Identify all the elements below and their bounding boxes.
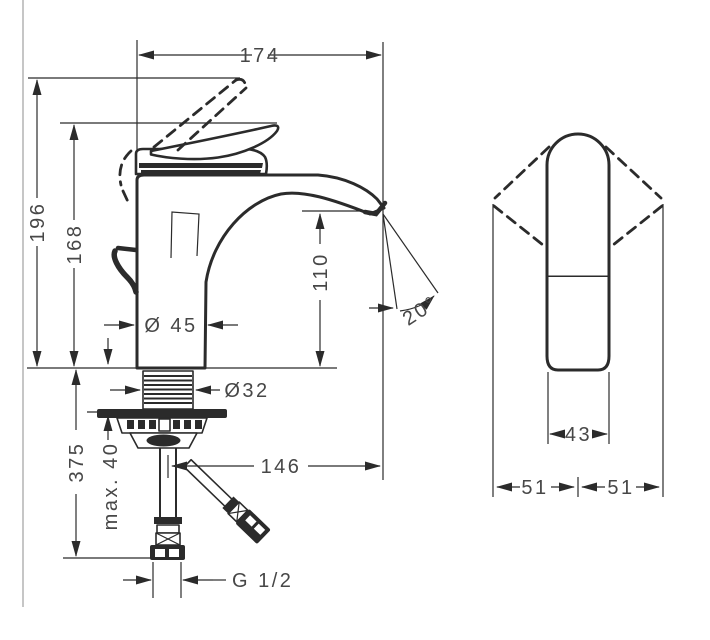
dim-body-diameter: Ø 45 bbox=[104, 315, 238, 337]
dim-label-max40: max. 40 bbox=[100, 442, 122, 531]
dim-thread-size: G 1/2 bbox=[123, 562, 293, 598]
dim-label-174: 174 bbox=[240, 45, 281, 67]
handle-silhouette bbox=[545, 132, 611, 279]
handle-assembly bbox=[134, 124, 280, 176]
popup-rod-lever bbox=[111, 245, 139, 295]
cartridge-hint-lines bbox=[170, 211, 200, 259]
dim-label-146: 146 bbox=[261, 456, 302, 478]
shank-threads bbox=[144, 375, 192, 404]
dim-spout-reach: 146 bbox=[171, 456, 381, 478]
dim-spout-height: 110 bbox=[302, 210, 366, 367]
dim-label-168: 168 bbox=[64, 224, 86, 265]
mounting-nut-ribs bbox=[127, 418, 202, 432]
handle-lever bbox=[149, 124, 280, 161]
dim-label-43: 43 bbox=[565, 424, 592, 446]
dim-label-d32: Ø32 bbox=[224, 380, 269, 402]
faucet-front-view bbox=[27, 77, 388, 560]
handle-swing-dashed bbox=[492, 145, 664, 247]
aerator bbox=[362, 200, 388, 217]
dim-label-20deg: 20° bbox=[399, 291, 443, 330]
body-silhouette bbox=[545, 275, 611, 372]
dim-label-d45: Ø 45 bbox=[144, 315, 197, 337]
mounting-hardware bbox=[87, 370, 271, 560]
dim-body-width: 43 bbox=[547, 372, 610, 446]
dim-handle-height: 168 bbox=[60, 122, 277, 367]
dim-below-deck-length: 375 bbox=[63, 369, 185, 559]
dim-swing-extents: 51 51 bbox=[492, 204, 664, 499]
faucet-body-spout bbox=[135, 173, 386, 370]
mounting-flange bbox=[97, 409, 227, 418]
dim-shank-diameter: Ø32 bbox=[110, 380, 269, 402]
dim-spray-angle: 20° bbox=[369, 213, 443, 330]
dim-label-110: 110 bbox=[310, 252, 332, 291]
dim-overall-width: 174 bbox=[136, 40, 384, 480]
dim-label-375: 375 bbox=[66, 442, 88, 483]
dim-label-g12: G 1/2 bbox=[232, 570, 293, 592]
supply-hose-straight bbox=[150, 448, 185, 560]
dim-max-deck-thickness: max. 40 bbox=[100, 338, 122, 530]
dim-label-51-left: 51 bbox=[521, 477, 548, 499]
dim-overall-height: 196 bbox=[27, 77, 240, 367]
dim-label-51-right: 51 bbox=[607, 477, 634, 499]
faucet-side-view: 43 51 51 bbox=[492, 132, 664, 499]
supply-hose-angled bbox=[183, 458, 271, 544]
dim-label-196: 196 bbox=[27, 202, 49, 243]
handle-raised-dashed bbox=[118, 77, 248, 206]
